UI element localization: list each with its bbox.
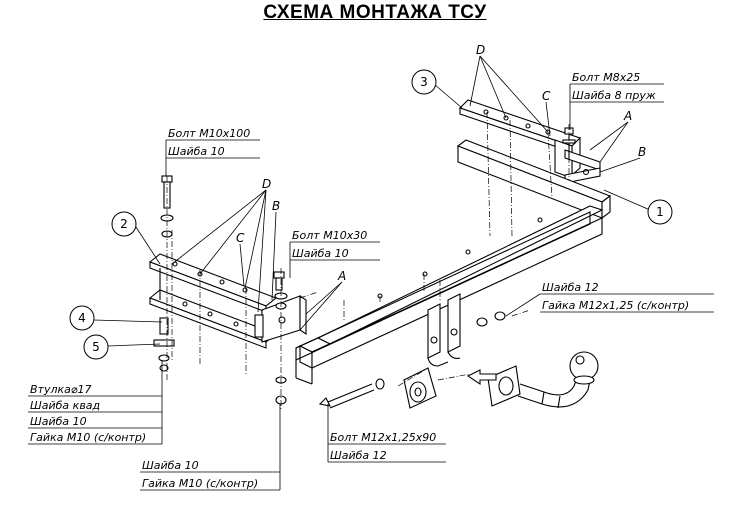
letter-c-right: C [542, 89, 551, 103]
letter-d-left: D [262, 177, 271, 191]
label-washer-10-top: Шайба 10 [168, 145, 225, 158]
label-washer-10-bottom: Шайба 10 [142, 459, 199, 472]
callout-1: 1 [656, 205, 664, 219]
callout-5: 5 [92, 340, 100, 354]
label-washer-8-spring: Шайба 8 пруж [572, 89, 656, 102]
label-bolt-m10x100: Болт М10х100 [168, 127, 250, 140]
leader-lines [28, 55, 714, 491]
callout-circles [69, 69, 673, 360]
label-washer-12-bottom: Шайба 12 [330, 449, 387, 462]
letter-a-right: A [623, 109, 632, 123]
label-sleeve-17: Втулка⌀17 [30, 383, 92, 396]
page-title: СХЕМА МОНТАЖА ТСУ [263, 2, 487, 23]
callout-4: 4 [78, 311, 86, 325]
callout-3: 3 [420, 75, 428, 89]
label-nut-m12: Гайка М12х1,25 (с/контр) [542, 299, 689, 312]
label-washer-10-mid: Шайба 10 [292, 247, 349, 260]
left-bracket [148, 253, 307, 349]
letter-a-left: A [337, 269, 346, 283]
label-washer-10-left: Шайба 10 [30, 415, 87, 428]
label-bolt-m10x30: Болт М10х30 [292, 229, 367, 242]
letter-b-left: B [272, 199, 280, 213]
letter-d-right: D [476, 43, 485, 57]
label-washer-square: Шайба квад [30, 399, 100, 412]
crossbar [295, 139, 612, 385]
ball-mount [403, 351, 599, 409]
callout-2: 2 [120, 217, 128, 231]
letter-c-left: C [236, 231, 245, 245]
label-washer-12-top: Шайба 12 [542, 281, 599, 294]
center-lines [166, 111, 570, 410]
letter-b-right: B [638, 145, 646, 159]
label-bolt-m8x25: Болт М8х25 [572, 71, 640, 84]
label-bolt-m12x1-25x90: Болт М12х1,25х90 [330, 431, 436, 444]
label-nut-m10-bottom: Гайка М10 (с/контр) [142, 477, 258, 490]
label-nut-m10-left: Гайка М10 (с/контр) [30, 431, 146, 444]
